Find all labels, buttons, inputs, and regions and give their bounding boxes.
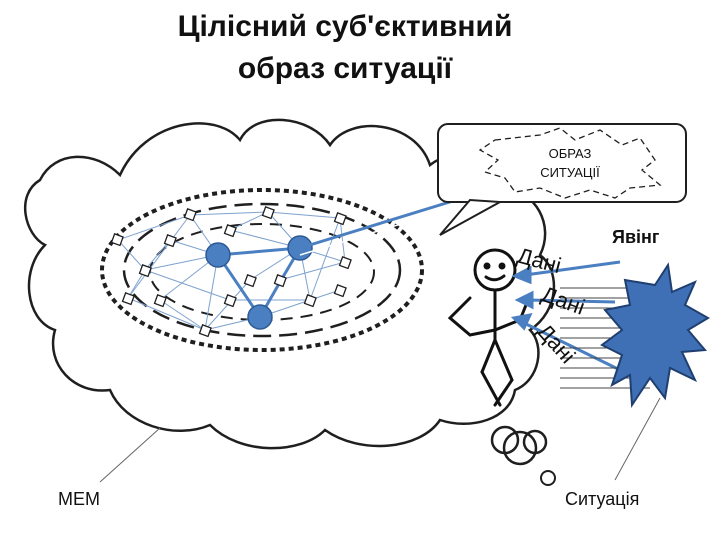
mem-label: МЕМ: [58, 489, 100, 509]
diagram-title: Цілісний суб'єктивний образ ситуації: [120, 6, 570, 90]
data-label-3: Дані: [532, 319, 580, 369]
callout-label-line-2: СИТУАЦІЇ: [540, 165, 600, 180]
thought-cloud: [23, 118, 556, 450]
title-line-1: Цілісний суб'єктивний: [177, 10, 513, 43]
situation-burst: [600, 262, 710, 409]
callout-dashed-star: [478, 127, 662, 199]
thought-bubble: [540, 470, 556, 486]
network-small-nodes: [110, 206, 352, 338]
person-figure: [447, 248, 530, 407]
mem-pointer-line: [99, 427, 161, 483]
situation-pointer-line: [614, 397, 661, 481]
title-line-2: образ ситуації: [237, 52, 453, 85]
situation-label: Ситуація: [565, 489, 639, 509]
callout-pointer: [439, 198, 504, 236]
data-arrows: [510, 260, 621, 372]
situation-image-callout: [437, 123, 687, 203]
image-region-outer: [100, 188, 424, 352]
thought-bubble: [522, 429, 548, 455]
phenomenon-label: Явінг: [612, 227, 660, 247]
image-region-mid: [122, 202, 402, 338]
thought-bubble: [502, 430, 538, 466]
callout-label-line-1: ОБРАЗ: [549, 146, 592, 161]
